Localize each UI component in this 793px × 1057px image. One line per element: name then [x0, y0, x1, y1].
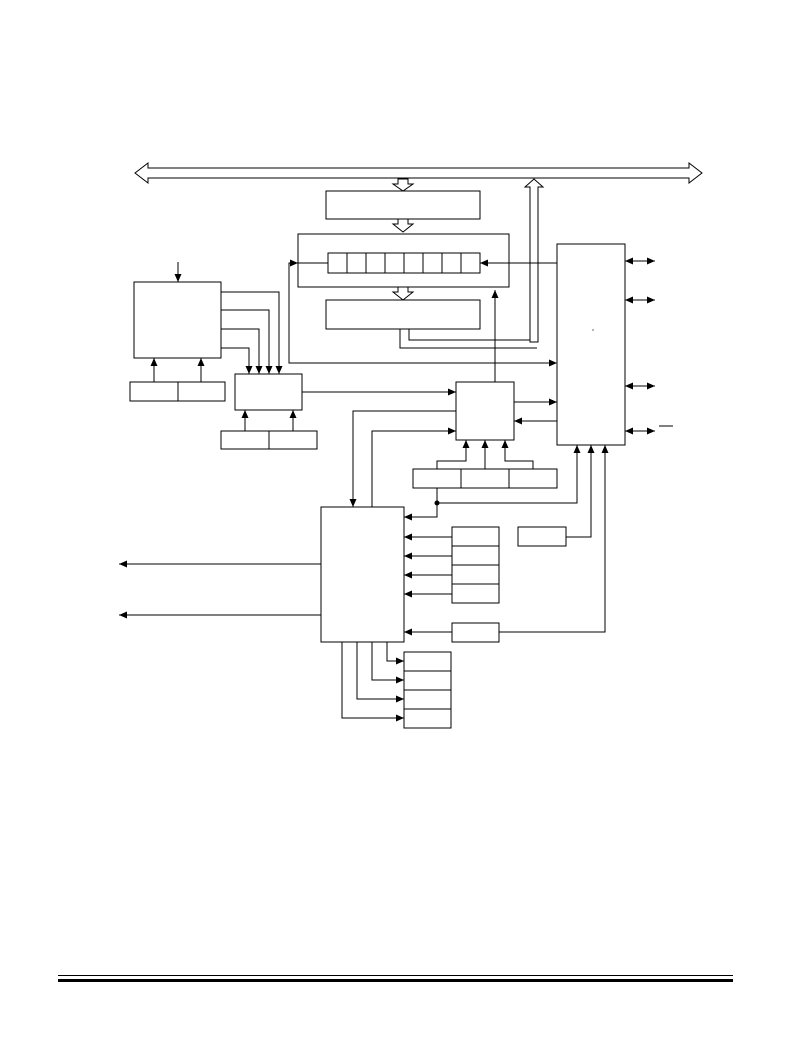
return-to-bus-arrow — [523, 178, 545, 343]
shift-cell-7 — [441, 252, 462, 274]
ctrl-reg-b — [460, 468, 510, 489]
arrowhead — [174, 274, 182, 282]
lower-input-reg — [451, 622, 500, 643]
mux-reg-b — [268, 430, 318, 450]
footer-rule-thin — [58, 975, 733, 976]
arrowhead — [480, 259, 488, 267]
clock-block — [133, 281, 222, 359]
arrowhead — [491, 290, 499, 298]
dot-mark — [592, 329, 594, 331]
shift-cell-3 — [365, 252, 386, 274]
main-block — [320, 506, 405, 643]
input-registers — [404, 526, 500, 604]
clock-reg-b — [177, 381, 226, 402]
control-block — [556, 243, 626, 446]
clock-reg-a — [129, 381, 179, 402]
shift-cell-5 — [403, 252, 424, 274]
lower-buffer-box — [325, 299, 481, 330]
side-reg — [517, 526, 567, 547]
prescaler-mux — [234, 373, 303, 411]
shift-cell-1 — [327, 252, 348, 274]
buffer-to-shift-arrow — [391, 218, 415, 233]
buffer2-output-line-2 — [408, 329, 530, 341]
buffer-register-box — [325, 190, 481, 220]
shift-register-cells — [327, 252, 481, 274]
footer-rule-thick — [58, 979, 733, 982]
ctrl-reg-c — [508, 468, 558, 489]
shift-cell-4 — [384, 252, 405, 274]
arrowhead — [549, 359, 557, 367]
ctrl-reg-a — [412, 468, 462, 489]
shift-to-buffer2-arrow — [391, 286, 415, 301]
shift-cell-2 — [346, 252, 367, 274]
mux-reg-a — [220, 430, 270, 450]
system-bus-arrow — [134, 161, 703, 185]
shift-cell-6 — [422, 252, 443, 274]
buffer2-output-line — [399, 329, 537, 349]
central-controller — [455, 381, 515, 441]
control-pins — [625, 257, 673, 435]
shift-out-loop — [288, 262, 550, 364]
output-registers — [341, 642, 452, 729]
bus-to-buffer-arrow — [391, 178, 415, 192]
arrowhead — [290, 259, 298, 267]
shift-cell-8 — [460, 252, 481, 274]
